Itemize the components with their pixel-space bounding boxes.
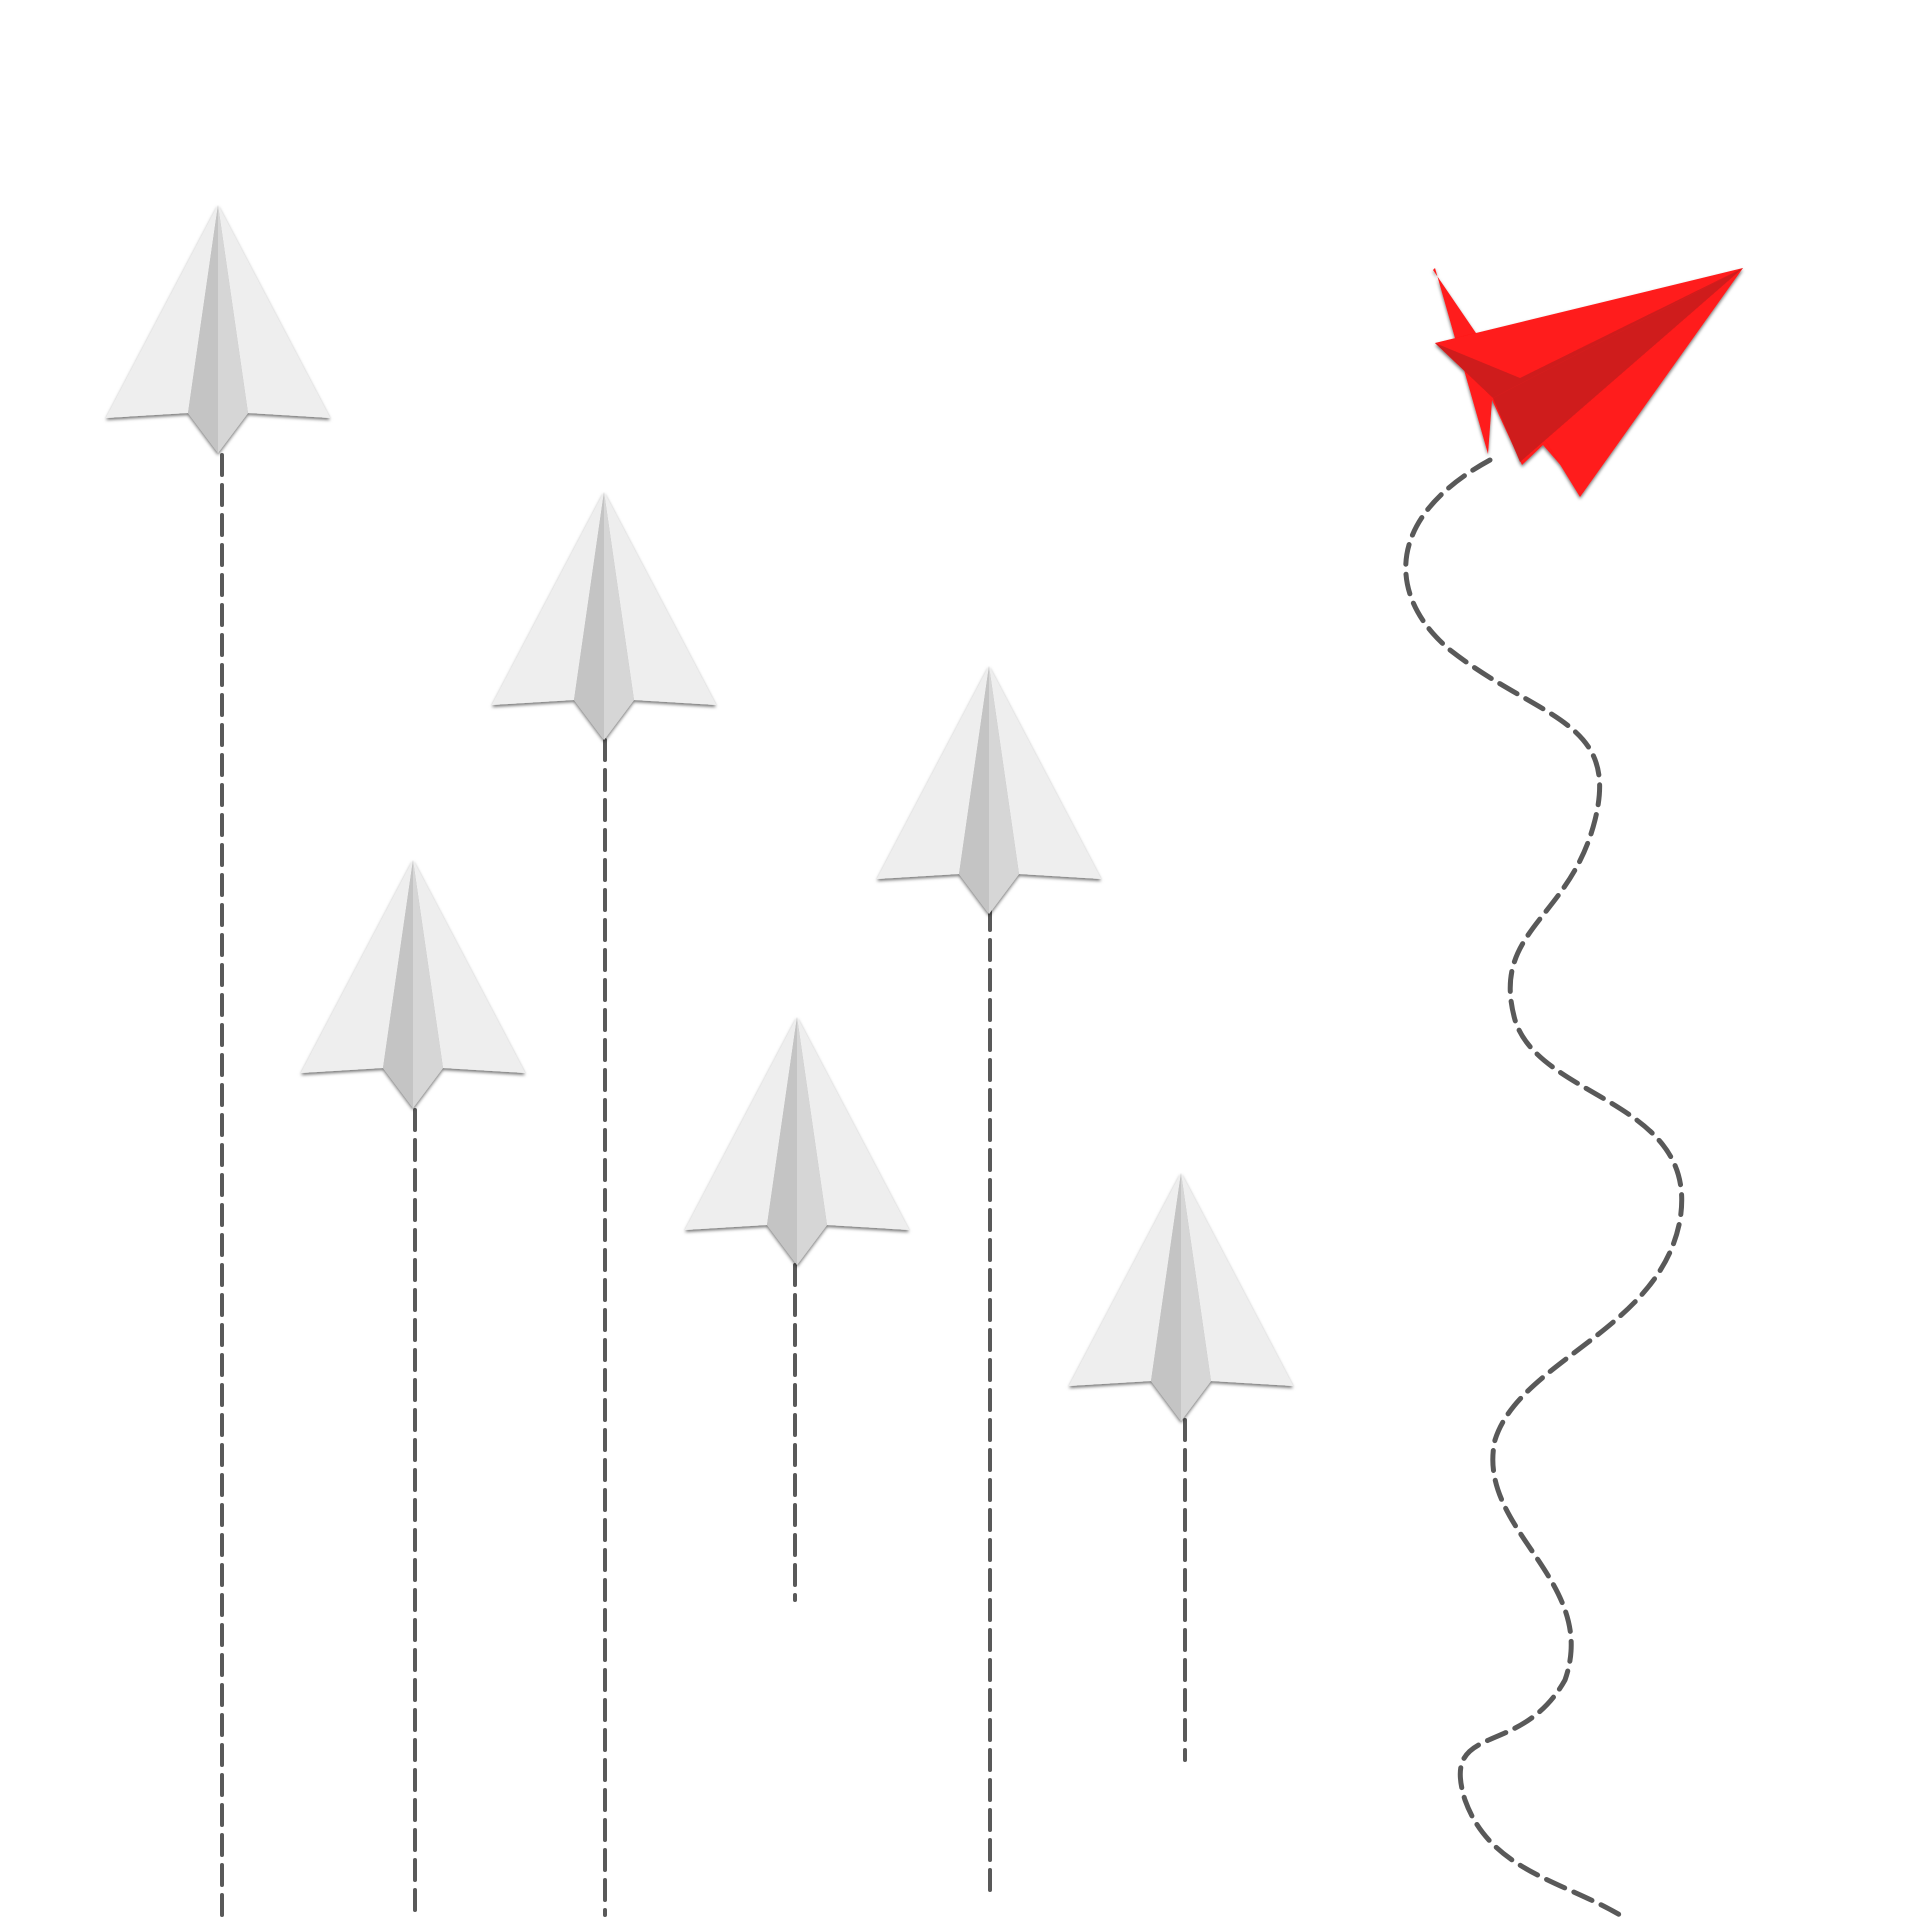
planes-group <box>106 205 1743 1421</box>
trail-red-wavy <box>1403 457 1685 1918</box>
paper-plane-white-3-icon <box>301 860 525 1108</box>
paper-plane-white-2-icon <box>492 492 716 740</box>
paper-plane-white-5-icon <box>685 1017 909 1265</box>
paper-plane-white-6-icon <box>1069 1173 1293 1421</box>
paper-plane-white-1-icon <box>106 205 330 453</box>
paper-plane-white-4-icon <box>877 666 1101 914</box>
paper-plane-red-icon <box>1433 268 1743 497</box>
trails-group <box>220 453 1685 1918</box>
